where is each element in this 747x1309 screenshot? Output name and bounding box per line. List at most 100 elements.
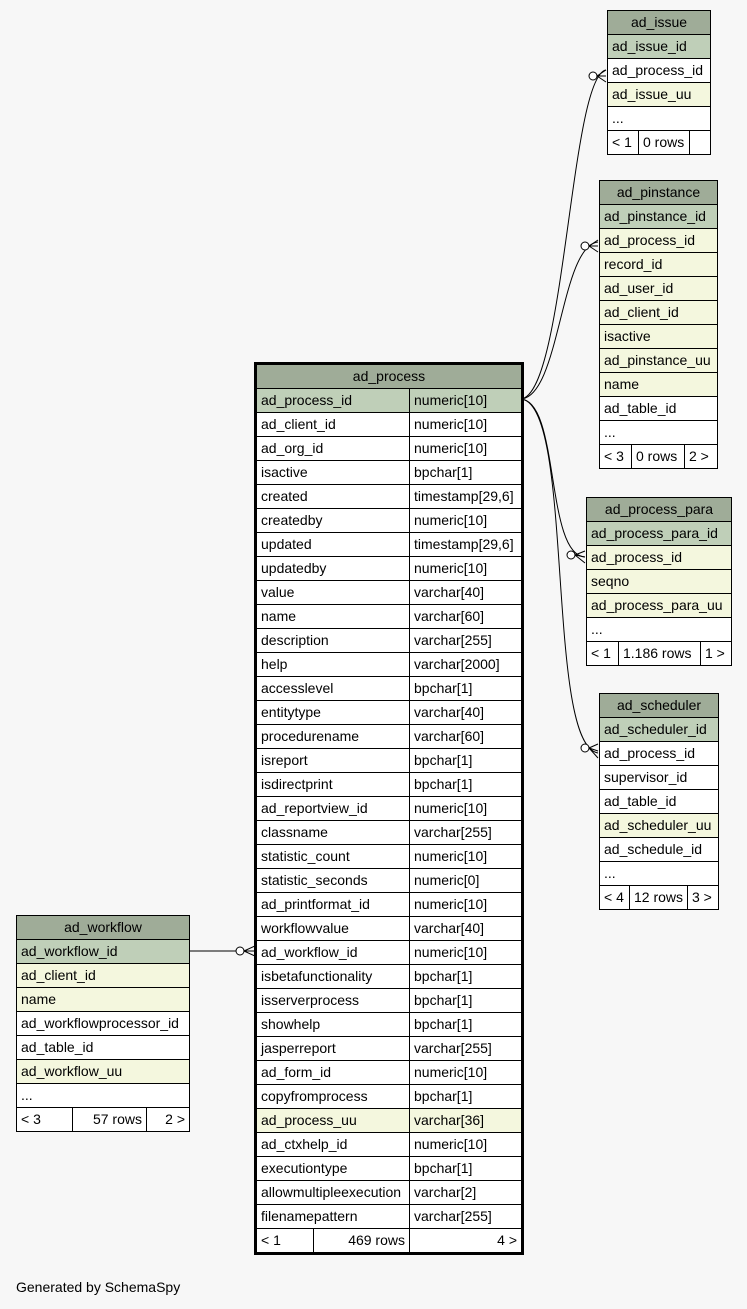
- column-name[interactable]: ad_table_id: [598, 789, 720, 814]
- column-row[interactable]: ad_process_para_uu: [586, 593, 732, 618]
- page-next[interactable]: [688, 130, 712, 155]
- column-name[interactable]: entitytype: [255, 700, 410, 725]
- column-row[interactable]: supervisor_id: [598, 765, 720, 790]
- column-name[interactable]: isreport: [255, 748, 410, 773]
- column-row[interactable]: ad_process_id: [606, 58, 712, 83]
- column-name[interactable]: record_id: [599, 252, 718, 277]
- column-row[interactable]: ad_scheduler_uu: [598, 813, 720, 838]
- page-prev[interactable]: < 4: [599, 885, 630, 910]
- column-row[interactable]: ...: [606, 106, 712, 131]
- column-name[interactable]: ad_process_id: [255, 388, 410, 413]
- column-row[interactable]: name: [599, 372, 718, 397]
- column-name[interactable]: supervisor_id: [598, 765, 720, 790]
- column-name[interactable]: isactive: [255, 460, 410, 485]
- column-name[interactable]: ad_workflowprocessor_id: [15, 1011, 191, 1036]
- column-name[interactable]: filenamepattern: [255, 1204, 410, 1229]
- column-name[interactable]: ad_client_id: [599, 300, 718, 325]
- column-name[interactable]: ad_workflow_id: [255, 940, 410, 965]
- column-row[interactable]: ad_table_id: [15, 1035, 191, 1060]
- column-row[interactable]: ad_process_id: [599, 228, 718, 253]
- column-name[interactable]: value: [255, 580, 410, 605]
- column-row[interactable]: ad_scheduler_id: [598, 717, 720, 742]
- column-name[interactable]: ...: [598, 861, 720, 886]
- column-name[interactable]: ad_pinstance_uu: [599, 348, 718, 373]
- column-name[interactable]: isactive: [599, 324, 718, 349]
- column-row[interactable]: ad_table_id: [598, 789, 720, 814]
- column-name[interactable]: ad_ctxhelp_id: [255, 1132, 410, 1157]
- column-name[interactable]: ad_process_para_id: [586, 521, 732, 546]
- column-row[interactable]: name: [15, 987, 191, 1012]
- page-prev[interactable]: < 3: [16, 1107, 73, 1132]
- column-name[interactable]: ad_process_id: [598, 741, 720, 766]
- column-row[interactable]: ad_user_id: [599, 276, 718, 301]
- column-name[interactable]: ad_form_id: [255, 1060, 410, 1085]
- page-next[interactable]: 2 >: [684, 444, 718, 469]
- column-row[interactable]: ad_client_id: [15, 963, 191, 988]
- column-name[interactable]: copyfromprocess: [255, 1084, 410, 1109]
- column-name[interactable]: isserverprocess: [255, 988, 410, 1013]
- column-name[interactable]: seqno: [586, 569, 732, 594]
- column-row[interactable]: ad_issue_id: [606, 34, 712, 59]
- column-name[interactable]: ad_workflow_uu: [15, 1059, 191, 1084]
- column-row[interactable]: ad_pinstance_uu: [599, 348, 718, 373]
- column-name[interactable]: updatedby: [255, 556, 410, 581]
- table-title[interactable]: ad_issue: [606, 10, 712, 35]
- page-next[interactable]: 1 >: [700, 641, 732, 666]
- column-row[interactable]: ad_schedule_id: [598, 837, 720, 862]
- column-row[interactable]: ad_workflow_id: [15, 939, 191, 964]
- column-name[interactable]: ad_client_id: [15, 963, 191, 988]
- column-name[interactable]: ad_scheduler_uu: [598, 813, 720, 838]
- column-name[interactable]: ad_org_id: [255, 436, 410, 461]
- table-title[interactable]: ad_process_para: [586, 497, 732, 522]
- column-name[interactable]: created: [255, 484, 410, 509]
- column-name[interactable]: ...: [606, 106, 712, 131]
- column-name[interactable]: ...: [599, 420, 718, 445]
- page-next[interactable]: 2 >: [145, 1107, 191, 1132]
- table-title[interactable]: ad_workflow: [15, 915, 191, 940]
- column-name[interactable]: ad_table_id: [15, 1035, 191, 1060]
- column-row[interactable]: ...: [15, 1083, 191, 1108]
- column-name[interactable]: jasperreport: [255, 1036, 410, 1061]
- column-row[interactable]: ...: [599, 420, 718, 445]
- column-name[interactable]: ...: [586, 617, 732, 642]
- column-name[interactable]: classname: [255, 820, 410, 845]
- column-name[interactable]: ad_table_id: [599, 396, 718, 421]
- table-title[interactable]: ad_pinstance: [599, 180, 718, 205]
- column-name[interactable]: ad_schedule_id: [598, 837, 720, 862]
- column-row[interactable]: ad_process_id: [598, 741, 720, 766]
- column-name[interactable]: createdby: [255, 508, 410, 533]
- column-name[interactable]: updated: [255, 532, 410, 557]
- column-name[interactable]: accesslevel: [255, 676, 410, 701]
- table-title[interactable]: ad_scheduler: [598, 693, 720, 718]
- column-name[interactable]: ad_client_id: [255, 412, 410, 437]
- column-row[interactable]: ...: [598, 861, 720, 886]
- column-row[interactable]: ad_issue_uu: [606, 82, 712, 107]
- column-name[interactable]: ad_pinstance_id: [599, 204, 718, 229]
- column-name[interactable]: allowmultipleexecution: [255, 1180, 410, 1205]
- column-row[interactable]: ad_process_id: [586, 545, 732, 570]
